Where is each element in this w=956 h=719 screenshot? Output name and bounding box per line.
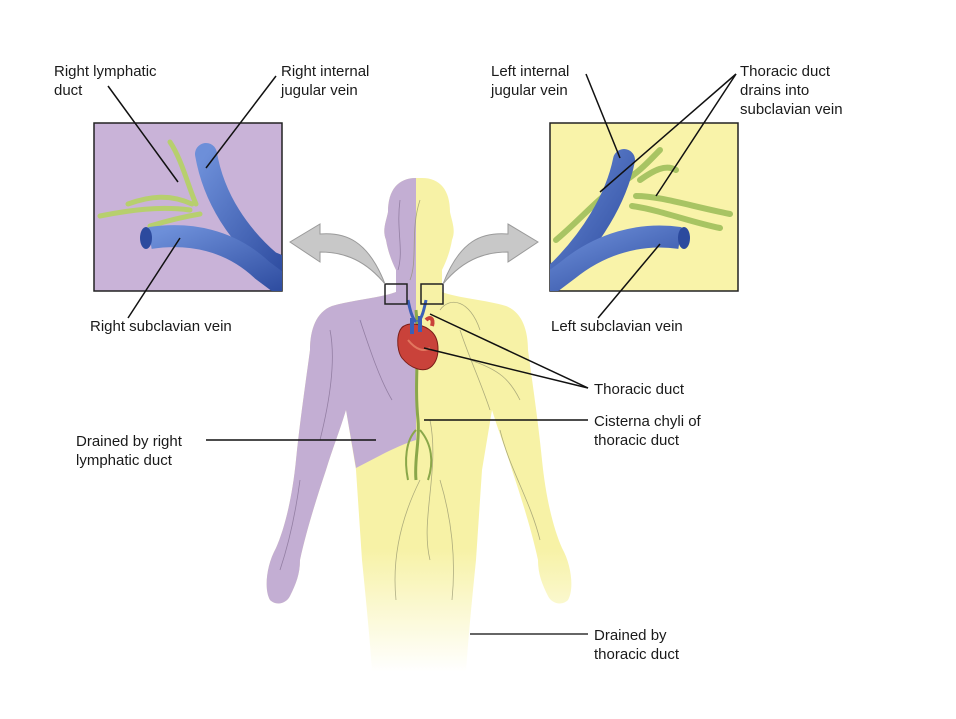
heart [397, 316, 439, 371]
leader-left-jugular [585, 73, 621, 159]
leader-thoracic-duct-2 [423, 347, 589, 389]
inset-right-side [93, 122, 283, 292]
label-right-subclavian-vein: Right subclavian vein [90, 318, 232, 335]
leader-thoracic-duct-1 [429, 313, 589, 389]
label-cisterna-chyli: Cisterna chyli of thoracic duct [594, 413, 701, 449]
label-drained-by-right-lymphatic-duct: Drained by right lymphatic duct [76, 433, 182, 469]
leader-right-lymphatic [107, 85, 179, 183]
leader-thoracic-drains-2 [655, 73, 737, 197]
body-right-lymphatic-region [266, 178, 416, 604]
leader-left-subclavian [597, 243, 661, 319]
label-left-internal-jugular-vein: Left internal jugular vein [491, 63, 570, 99]
arrow-to-left-inset [442, 223, 539, 285]
locator-box-right [384, 283, 408, 305]
label-thoracic-duct-drains: Thoracic duct drains into subclavian vei… [740, 63, 843, 118]
inset-left-side [549, 122, 739, 292]
leader-thoracic-drains-1 [599, 73, 737, 193]
label-drained-by-thoracic-duct: Drained by thoracic duct [594, 627, 680, 663]
leader-right-jugular [205, 75, 277, 169]
arrow-to-right-inset [289, 223, 386, 285]
locator-box-left [420, 283, 444, 305]
leader-right-subclavian [127, 237, 181, 319]
label-right-internal-jugular-vein: Right internal jugular vein [281, 63, 370, 99]
label-left-subclavian-vein: Left subclavian vein [551, 318, 683, 335]
label-right-lymphatic-duct: Right lymphatic duct [54, 63, 157, 99]
label-thoracic-duct: Thoracic duct [594, 381, 685, 398]
